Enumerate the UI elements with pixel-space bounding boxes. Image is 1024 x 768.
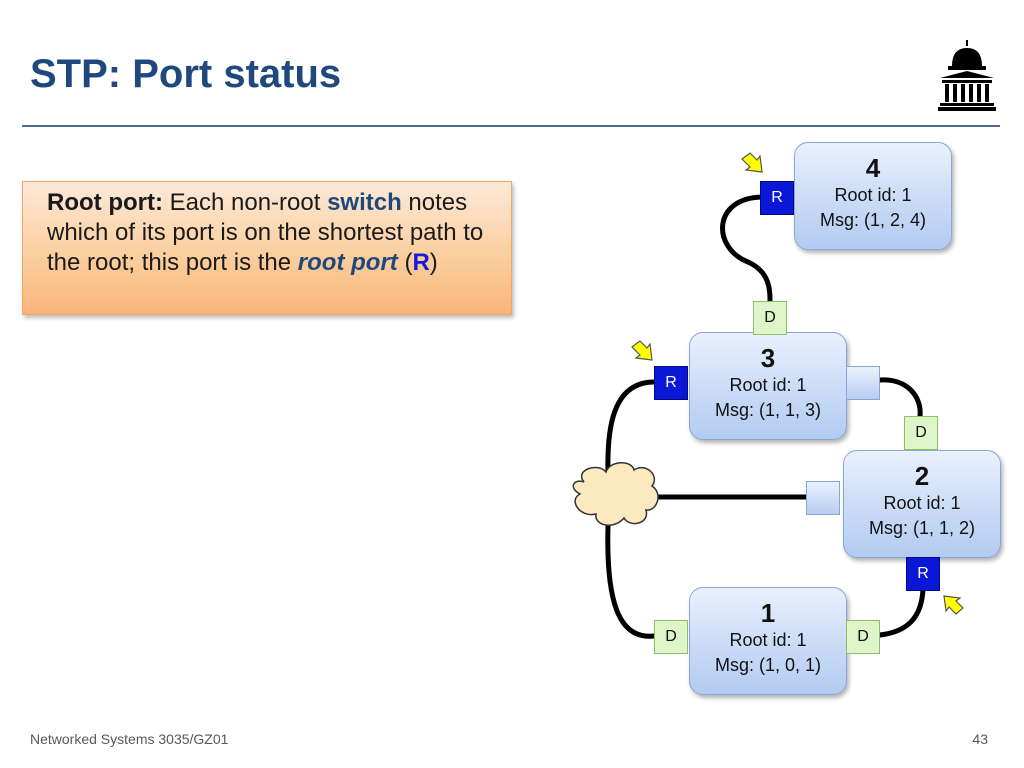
arrows — [631, 152, 964, 615]
switch-2-root-port: R — [906, 557, 940, 591]
switch-3-msg: Msg: (1, 1, 3) — [714, 400, 822, 420]
slide-title: STP: Port status — [30, 52, 342, 96]
switch-3-root-port: R — [654, 366, 688, 400]
link-3-2 — [877, 377, 923, 419]
callout-lead: Root port: — [47, 189, 163, 216]
footer-page-number: 43 — [972, 731, 988, 747]
switch-3-designated-port-top: D — [753, 301, 787, 335]
arrow-icon-switch3 — [631, 340, 653, 361]
switch-3-root-id: Root id: 1 — [729, 375, 807, 395]
switch-1: 1 Root id: 1 Msg: (1, 0, 1) — [689, 587, 847, 695]
callout-keyword-root-port: root port — [297, 249, 398, 276]
switch-1-designated-port-right: D — [846, 620, 880, 654]
arrow-icon-switch2 — [943, 595, 964, 615]
switch-4-id: 4 — [865, 153, 881, 183]
switch-3: 3 Root id: 1 Msg: (1, 1, 3) — [689, 332, 847, 440]
switch-1-msg: Msg: (1, 0, 1) — [714, 655, 822, 675]
switch-2-id: 2 — [914, 461, 930, 491]
switch-1-id: 1 — [760, 598, 776, 628]
footer-course: Networked Systems 3035/GZ01 — [30, 731, 229, 747]
switch-2-root-id: Root id: 1 — [883, 493, 961, 513]
callout-text-4: ) — [429, 249, 438, 276]
link-2-1 — [877, 585, 926, 638]
cloud-icon — [572, 462, 659, 526]
switch-2-port-left — [806, 481, 840, 515]
link-4-3 — [720, 194, 773, 305]
switch-3-id: 3 — [760, 343, 776, 373]
switch-4-msg: Msg: (1, 2, 4) — [819, 210, 927, 230]
switch-4-root-id: Root id: 1 — [834, 185, 912, 205]
callout-text-2: notes which of its port is on the shorte… — [47, 189, 484, 276]
link-3-cloud — [605, 379, 657, 475]
switch-4-root-port: R — [760, 181, 794, 215]
university-logo-icon — [938, 40, 996, 111]
switch-1-root-id: Root id: 1 — [729, 630, 807, 650]
switch-1-designated-port-left: D — [654, 620, 688, 654]
arrow-icon-switch4 — [741, 152, 763, 173]
switch-3-port-right — [846, 366, 880, 400]
link-cloud-1 — [605, 523, 657, 639]
callout-text-3: ( — [397, 249, 413, 276]
switch-4: 4 Root id: 1 Msg: (1, 2, 4) — [794, 142, 952, 250]
title-divider — [22, 125, 1000, 127]
switch-2-designated-port-top: D — [904, 416, 938, 450]
callout-keyword-switch: switch — [327, 189, 402, 216]
switch-2: 2 Root id: 1 Msg: (1, 1, 2) — [843, 450, 1001, 558]
callout-r-symbol: R — [412, 249, 430, 276]
root-port-callout: Root port: Each non-root switch notes wh… — [22, 181, 512, 315]
callout-text-1: Each non-root — [162, 189, 328, 216]
switch-2-msg: Msg: (1, 1, 2) — [868, 518, 976, 538]
